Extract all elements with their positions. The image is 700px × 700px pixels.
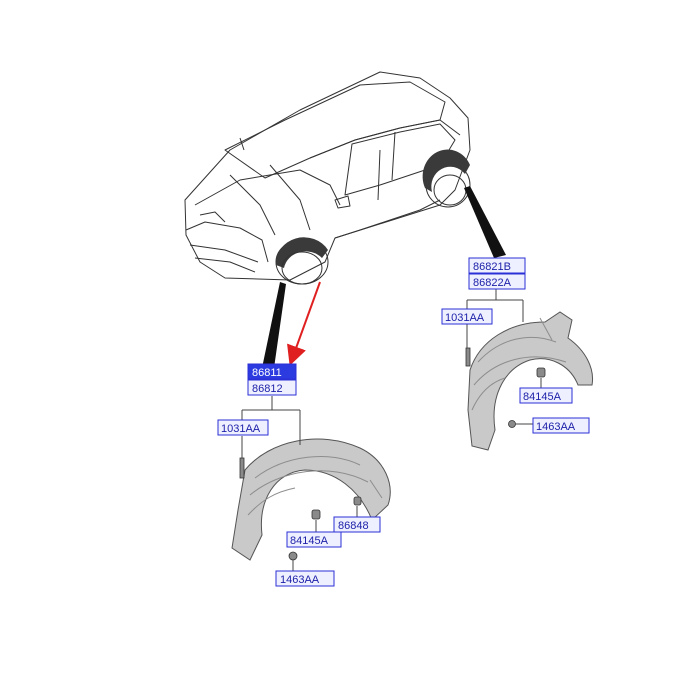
svg-text:1463AA: 1463AA: [536, 421, 576, 433]
part-label-rear-1463AA[interactable]: 1463AA: [532, 417, 590, 434]
front-wheel-liner: [231, 438, 391, 561]
part-label-front-1463AA[interactable]: 1463AA: [275, 570, 335, 587]
svg-text:84145A: 84145A: [290, 535, 329, 547]
red-arrow-icon: [287, 281, 321, 366]
part-label-front-1031AA[interactable]: 1031AA: [217, 419, 269, 436]
svg-text:1463AA: 1463AA: [280, 574, 320, 586]
svg-text:86811: 86811: [252, 367, 282, 379]
front-callouts: [241, 396, 358, 571]
part-label-86811[interactable]: 86811: [247, 363, 297, 380]
rear-callouts: [466, 289, 542, 425]
part-label-86822A[interactable]: 86822A: [468, 273, 526, 290]
part-label-86812[interactable]: 86812: [247, 379, 297, 396]
svg-text:1031AA: 1031AA: [445, 312, 485, 324]
svg-text:86812: 86812: [252, 383, 283, 395]
part-label-86821B[interactable]: 86821B: [468, 257, 526, 274]
part-label-rear-1031AA[interactable]: 1031AA: [441, 308, 493, 325]
svg-text:84145A: 84145A: [523, 391, 562, 403]
svg-text:1031AA: 1031AA: [221, 423, 261, 435]
car-illustration: [184, 71, 471, 285]
rear-leader-band: [464, 186, 506, 258]
part-label-front-84145A[interactable]: 84145A: [286, 531, 342, 548]
svg-text:86848: 86848: [338, 520, 369, 532]
part-label-rear-84145A[interactable]: 84145A: [519, 387, 573, 404]
part-label-86848[interactable]: 86848: [333, 516, 381, 533]
rear-wheel-liner: [465, 311, 594, 451]
svg-text:86822A: 86822A: [473, 277, 512, 289]
front-leader-band: [262, 282, 286, 368]
svg-text:86821B: 86821B: [473, 261, 511, 273]
